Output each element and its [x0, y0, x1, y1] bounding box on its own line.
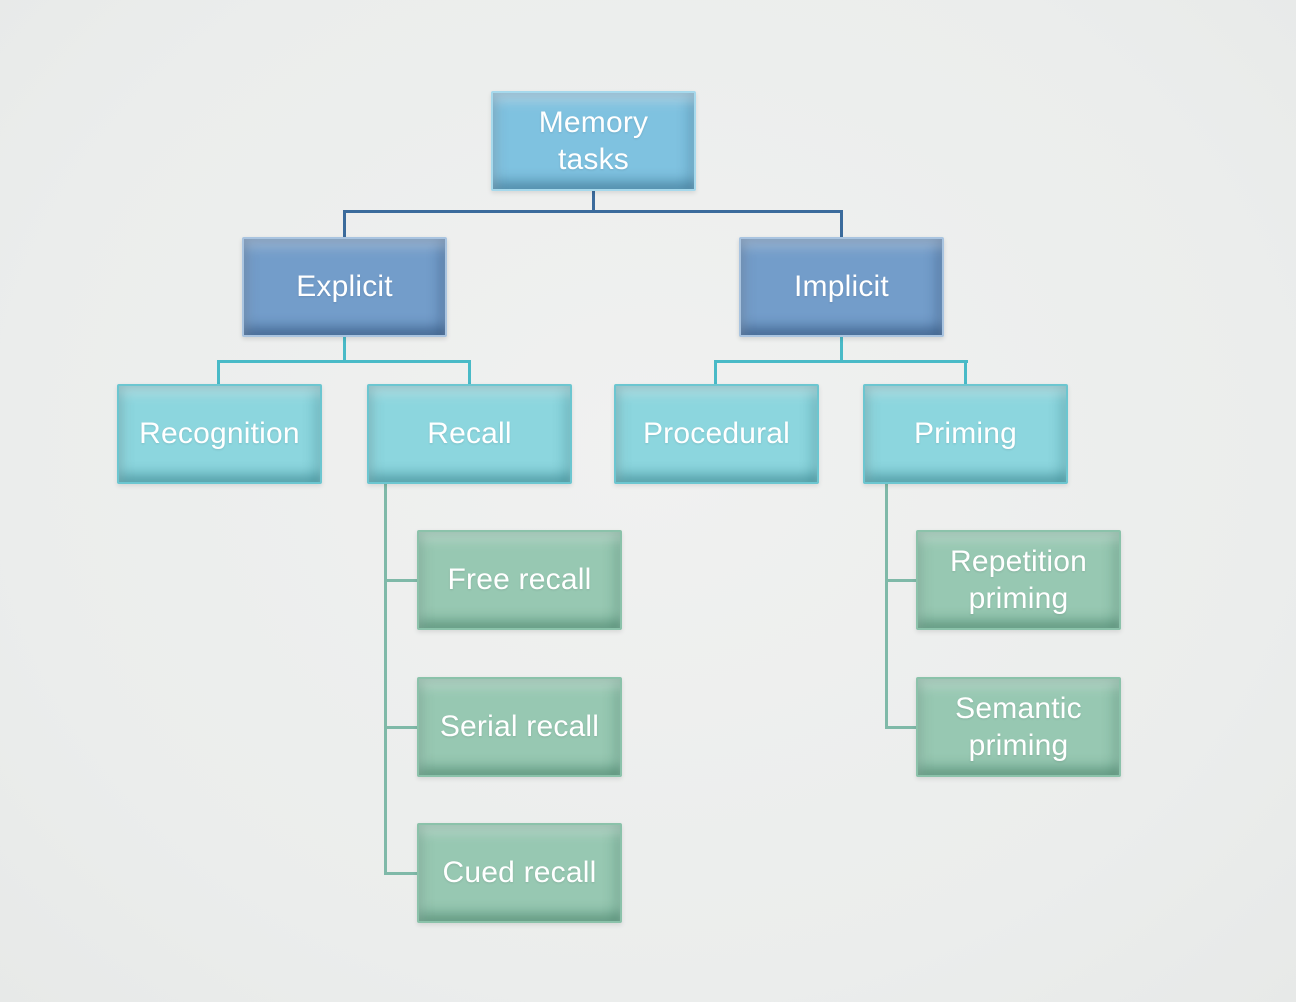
connector-recall-to-free-recall — [384, 579, 417, 582]
connector-recall-spine — [384, 484, 387, 875]
node-memory-tasks-label: Memory tasks — [538, 105, 649, 177]
node-serial-recall-label: Serial recall — [439, 710, 600, 744]
node-recall: Recall — [367, 384, 572, 484]
node-recognition-label: Recognition — [139, 417, 300, 451]
connector-explicit-to-recall — [468, 360, 471, 384]
connector-explicit-to-recognition — [217, 360, 220, 384]
node-priming-label: Priming — [913, 417, 1018, 451]
connector-implicit-drop — [840, 337, 843, 362]
node-procedural-label: Procedural — [642, 417, 791, 451]
node-recognition: Recognition — [117, 384, 322, 484]
connector-priming-spine — [885, 484, 888, 729]
node-explicit: Explicit — [242, 237, 447, 337]
node-semantic-priming: Semantic priming — [916, 677, 1121, 777]
node-implicit: Implicit — [739, 237, 944, 337]
node-repetition-priming-label: Repetition priming — [949, 544, 1088, 616]
node-serial-recall: Serial recall — [417, 677, 622, 777]
connector-implicit-to-priming — [964, 360, 967, 384]
connector-root-drop — [592, 191, 595, 212]
connector-recall-to-serial-recall — [384, 726, 417, 729]
connector-implicit-rail — [714, 360, 968, 363]
node-implicit-label: Implicit — [794, 270, 889, 304]
node-recall-label: Recall — [427, 417, 512, 451]
node-cued-recall-label: Cued recall — [442, 856, 597, 890]
node-priming: Priming — [863, 384, 1068, 484]
node-cued-recall: Cued recall — [417, 823, 622, 923]
node-free-recall-label: Free recall — [447, 563, 592, 597]
connector-explicit-rail — [217, 360, 471, 363]
node-memory-tasks: Memory tasks — [491, 91, 696, 191]
node-free-recall: Free recall — [417, 530, 622, 630]
connector-priming-to-semantic-priming — [885, 726, 916, 729]
connector-explicit-drop — [343, 337, 346, 362]
connector-root-to-explicit — [343, 210, 346, 237]
connector-implicit-to-procedural — [714, 360, 717, 384]
connector-root-to-implicit — [840, 210, 843, 237]
node-procedural: Procedural — [614, 384, 819, 484]
connector-root-rail — [343, 210, 843, 213]
connector-recall-to-cued-recall — [384, 872, 417, 875]
node-semantic-priming-label: Semantic priming — [955, 691, 1082, 763]
node-repetition-priming: Repetition priming — [916, 530, 1121, 630]
connector-priming-to-repetition-priming — [885, 579, 916, 582]
node-explicit-label: Explicit — [296, 270, 393, 304]
